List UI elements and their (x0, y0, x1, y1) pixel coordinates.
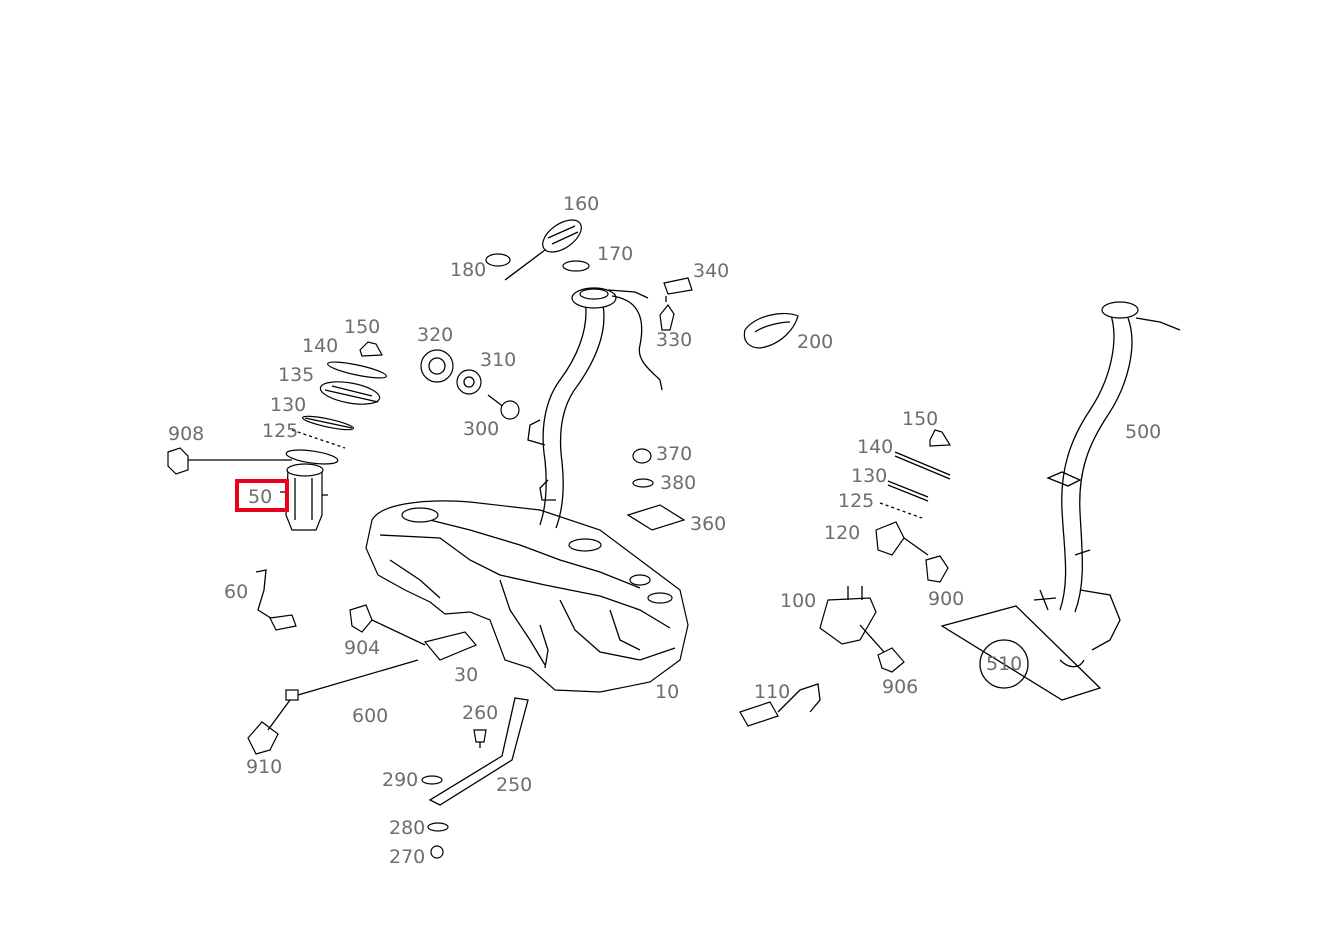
highlight-box-50 (235, 479, 289, 512)
label-130-left[interactable]: 130 (270, 394, 306, 416)
label-260[interactable]: 260 (462, 702, 498, 724)
connector-part-908[interactable] (167, 447, 292, 475)
connector-part-910[interactable] (247, 699, 291, 755)
connector-part-904[interactable] (349, 604, 426, 646)
ring-nut-part-140-left[interactable] (327, 359, 388, 381)
valve-part-330[interactable] (659, 296, 675, 331)
shaft-part-300[interactable] (487, 394, 520, 420)
label-290[interactable]: 290 (382, 769, 418, 791)
label-500[interactable]: 500 (1125, 421, 1161, 443)
washer-part-280[interactable] (427, 822, 449, 832)
connector-part-906[interactable] (877, 647, 905, 673)
label-160[interactable]: 160 (563, 193, 599, 215)
cover-part-200[interactable] (743, 312, 799, 349)
label-904[interactable]: 904 (344, 637, 380, 659)
label-135[interactable]: 135 (278, 364, 314, 386)
strap-part-250[interactable] (428, 697, 529, 806)
label-110[interactable]: 110 (754, 681, 790, 703)
label-510[interactable]: 510 (986, 653, 1022, 675)
level-sensor-part-60[interactable] (255, 569, 297, 631)
label-130-right[interactable]: 130 (851, 465, 887, 487)
connector-part-900[interactable] (925, 555, 949, 583)
bracket-part-340[interactable] (663, 277, 693, 295)
label-250[interactable]: 250 (496, 774, 532, 796)
label-170[interactable]: 170 (597, 243, 633, 265)
label-360[interactable]: 360 (690, 513, 726, 535)
label-125-right[interactable]: 125 (838, 490, 874, 512)
label-380[interactable]: 380 (660, 472, 696, 494)
plug-part-30[interactable] (423, 631, 477, 661)
label-150-right[interactable]: 150 (902, 408, 938, 430)
cap-part-150-left[interactable] (359, 341, 383, 357)
bolt-part-260[interactable] (473, 729, 487, 748)
filler-pipe-part-500[interactable] (1033, 301, 1181, 651)
washer-part-380[interactable] (632, 478, 654, 488)
pump-module-part-50[interactable] (280, 463, 328, 531)
gasket-part-130-right[interactable] (887, 480, 929, 502)
label-60[interactable]: 60 (224, 581, 248, 603)
tether-part-180[interactable] (485, 249, 546, 281)
label-340[interactable]: 340 (693, 260, 729, 282)
label-200[interactable]: 200 (797, 331, 833, 353)
flange-part-135[interactable] (319, 378, 382, 408)
label-30[interactable]: 30 (454, 664, 478, 686)
label-100[interactable]: 100 (780, 590, 816, 612)
label-140-left[interactable]: 140 (302, 335, 338, 357)
washer-part-290[interactable] (421, 775, 443, 785)
label-320[interactable]: 320 (417, 324, 453, 346)
label-180[interactable]: 180 (450, 259, 486, 281)
label-906[interactable]: 906 (882, 676, 918, 698)
cap-part-150-right[interactable] (929, 429, 952, 447)
label-150-left[interactable]: 150 (344, 316, 380, 338)
cable-part-600[interactable] (285, 659, 419, 701)
ring-nut-part-140-right[interactable] (894, 451, 951, 480)
nut-part-370[interactable] (632, 448, 652, 464)
sensor-part-120[interactable] (875, 521, 929, 556)
label-280[interactable]: 280 (389, 817, 425, 839)
label-140-right[interactable]: 140 (857, 436, 893, 458)
sender-part-310[interactable] (456, 369, 482, 395)
label-50[interactable]: 50 (248, 486, 272, 508)
label-10[interactable]: 10 (655, 681, 679, 703)
label-910[interactable]: 910 (246, 756, 282, 778)
label-900[interactable]: 900 (928, 588, 964, 610)
label-120[interactable]: 120 (824, 522, 860, 544)
label-270[interactable]: 270 (389, 846, 425, 868)
label-125-left[interactable]: 125 (262, 420, 298, 442)
fuel-cap-part-160[interactable] (537, 214, 587, 259)
nut-part-270[interactable] (430, 845, 444, 859)
seal-part-170[interactable] (562, 260, 590, 272)
label-310[interactable]: 310 (480, 349, 516, 371)
filler-neck-tube[interactable] (527, 287, 663, 529)
bracket-part-510[interactable] (940, 605, 1102, 701)
label-300[interactable]: 300 (463, 418, 499, 440)
lock-ring-part-320[interactable] (420, 349, 454, 383)
gasket-part-130-left[interactable] (301, 414, 355, 433)
label-600[interactable]: 600 (352, 705, 388, 727)
filter-part-110[interactable] (739, 683, 821, 727)
seal-ring-part-125-right[interactable] (879, 502, 923, 519)
seal-ring-part-125-left[interactable] (285, 447, 339, 466)
label-370[interactable]: 370 (656, 443, 692, 465)
strap-plate-part-360[interactable] (626, 504, 686, 531)
label-908[interactable]: 908 (168, 423, 204, 445)
fuel-tank-part-10[interactable] (365, 500, 689, 693)
pump-part-100[interactable] (819, 586, 885, 653)
label-330[interactable]: 330 (656, 329, 692, 351)
ring-part-125-wire[interactable] (291, 429, 346, 449)
